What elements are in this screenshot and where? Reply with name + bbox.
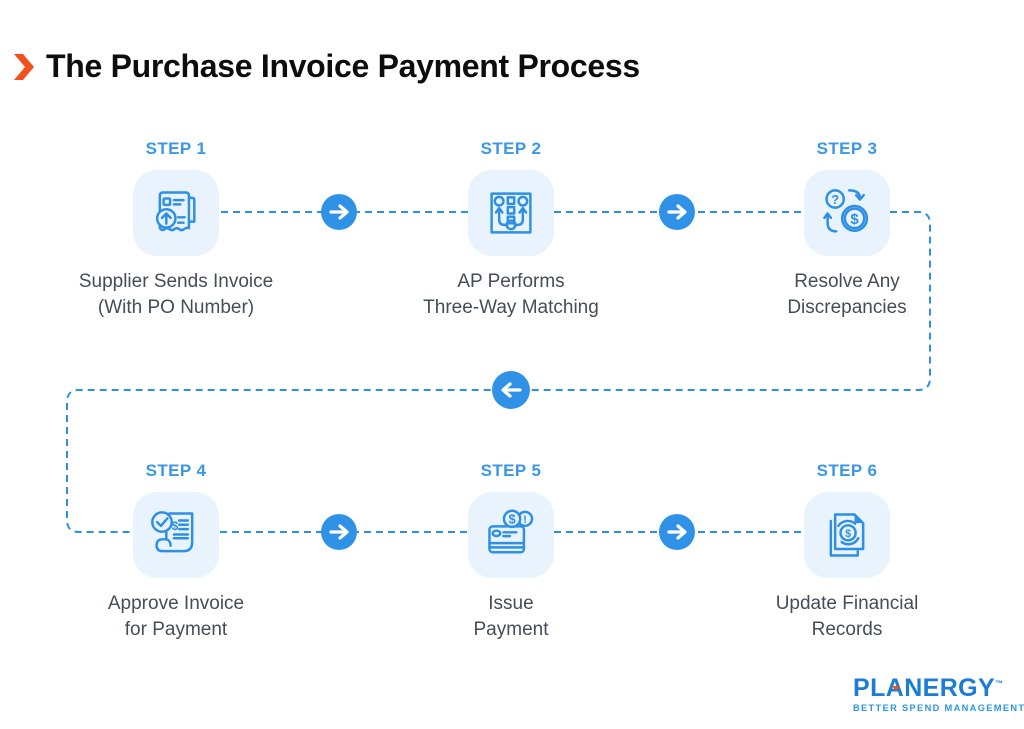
update-records-icon: $: [804, 492, 890, 578]
step-label: STEP 4: [145, 461, 207, 480]
step-column-4: STEP 4 $ Approve Invoice for Payment: [26, 461, 326, 643]
logo-tagline: BETTER SPEND MANAGEMENT: [853, 703, 1024, 713]
arrow-right-icon: [321, 194, 357, 230]
step-label: STEP 5: [480, 461, 542, 480]
step-description: Resolve Any Discrepancies: [787, 271, 907, 318]
svg-text:$: $: [508, 512, 515, 527]
step-description: Approve Invoice for Payment: [107, 593, 245, 640]
step-label: STEP 2: [480, 139, 542, 158]
step-description: AP Performs Three-Way Matching: [423, 271, 599, 318]
logo-trademark: ™: [995, 679, 1004, 688]
resolve-discrepancies-icon: ? $: [804, 170, 890, 256]
step-column-6: STEP 6 $ Update Financial Records: [697, 461, 997, 643]
step-description: Issue Payment: [473, 593, 549, 640]
arrow-left-icon: [492, 371, 530, 409]
three-way-matching-icon: [468, 170, 554, 256]
approve-invoice-icon: $: [133, 492, 219, 578]
step-label: STEP 6: [816, 461, 878, 480]
logo-text: PLANERGY: [853, 674, 996, 702]
issue-payment-icon: ! $: [468, 492, 554, 578]
svg-text:$: $: [850, 211, 859, 228]
step-column-3: STEP 3 ? $ Resolve Any Discrepancies: [697, 139, 997, 321]
page-title: The Purchase Invoice Payment Process: [46, 48, 640, 84]
planergy-logo: PLANERGY™ BETTER SPEND MANAGEMENT: [853, 671, 1024, 714]
svg-text:$: $: [845, 528, 851, 540]
step-description: Update Financial Records: [775, 593, 919, 640]
step-column-2: STEP 2 AP Performs Three-Way Matching: [361, 139, 661, 321]
svg-text:$: $: [172, 519, 179, 533]
step-column-5: STEP 5 ! $ Issue Payment: [361, 461, 661, 643]
arrow-right-icon: [321, 514, 357, 550]
step-column-1: STEP 1 Supplier Sends Invoice (With PO N…: [26, 139, 326, 321]
svg-text:!: !: [523, 514, 527, 526]
logo-wordmark: PLANERGY™: [853, 671, 1003, 701]
arrow-right-icon: [659, 194, 695, 230]
page-header: The Purchase Invoice Payment Process: [14, 48, 640, 85]
logo-a-accent: [892, 686, 900, 691]
arrow-right-icon: [659, 514, 695, 550]
step-label: STEP 3: [816, 139, 878, 158]
title-chevron-icon: [14, 53, 35, 80]
svg-text:?: ?: [831, 192, 839, 207]
invoice-upload-icon: [133, 170, 219, 256]
step-label: STEP 1: [145, 139, 207, 158]
step-description: Supplier Sends Invoice (With PO Number): [78, 271, 274, 318]
